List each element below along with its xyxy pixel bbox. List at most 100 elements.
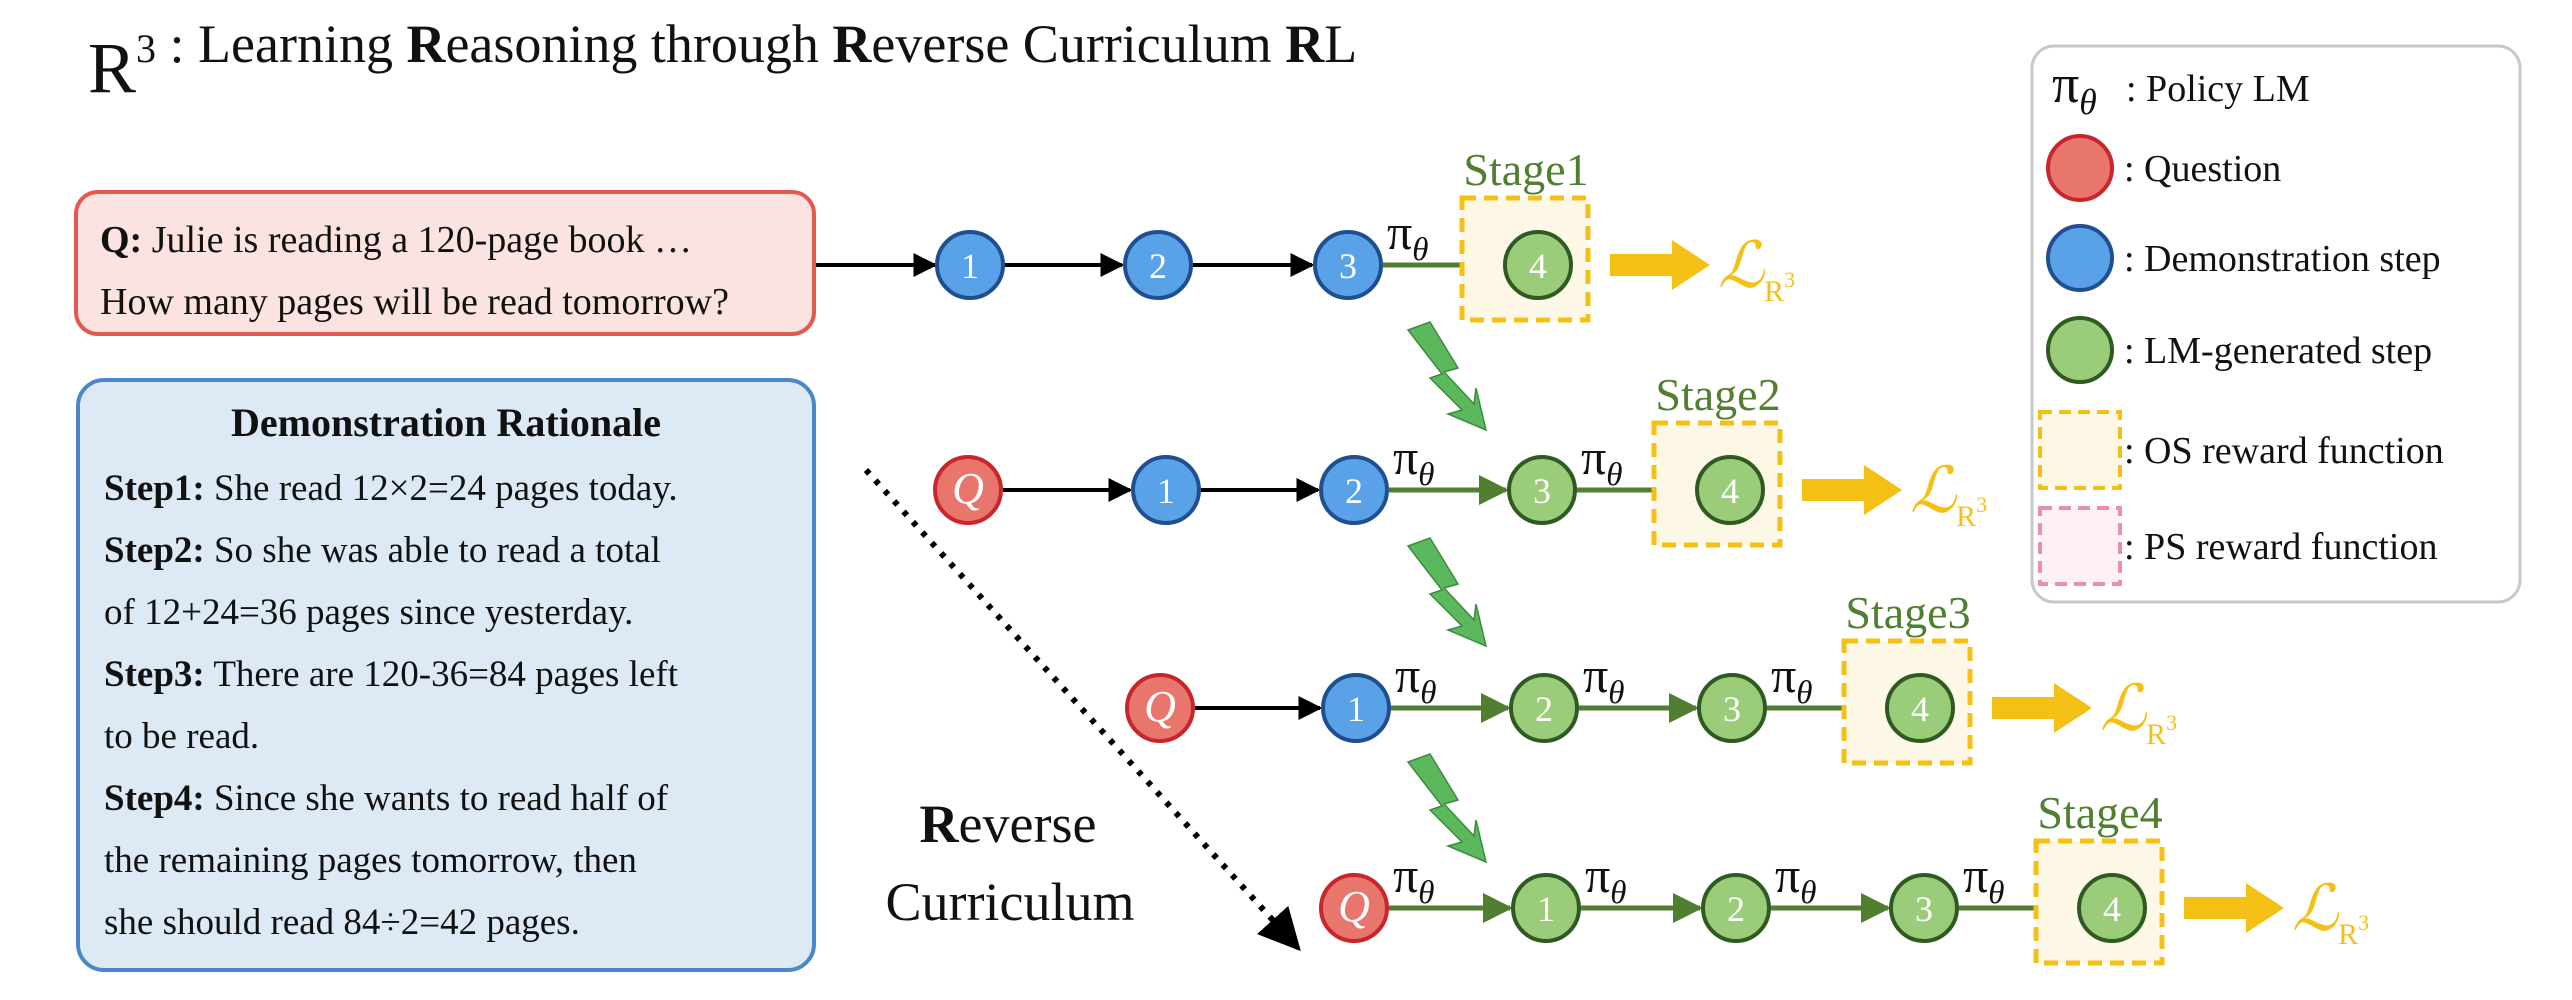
legend-label: : LM-generated step xyxy=(2124,330,2432,372)
loss-symbol: ℒR3 xyxy=(1910,455,1987,533)
loss-symbol: ℒR3 xyxy=(1718,230,1795,308)
question-node: Q xyxy=(1125,673,1195,743)
node-label: 1 xyxy=(1537,889,1555,929)
legend-label: : Demonstration step xyxy=(2124,238,2441,280)
node-label: 4 xyxy=(1529,246,1547,286)
demo-step-node: 1 xyxy=(1131,455,1201,525)
rationale-title: Demonstration Rationale xyxy=(231,400,661,445)
rationale-box xyxy=(76,378,816,972)
rationale-line-8: she should read 84÷2=42 pages. xyxy=(104,902,580,943)
stage-transition-arrow xyxy=(1406,537,1488,648)
generated-step-node: 4 xyxy=(1695,455,1765,525)
demo-step-node: 2 xyxy=(1319,455,1389,525)
reward-arrow xyxy=(1992,683,2092,733)
policy-pi-label: πθ xyxy=(1585,847,1626,911)
svg-text:ℒR3: ℒR3 xyxy=(1718,230,1795,308)
legend-label: : PS reward function xyxy=(2124,526,2437,568)
legend-item-demo: : Demonstration step xyxy=(2046,224,2441,292)
stage-label: Stage3 xyxy=(1845,587,1970,638)
node-label: 3 xyxy=(1533,471,1551,511)
rationale-line-4: Step3: There are 120-36=84 pages left xyxy=(104,654,679,695)
node-label: 2 xyxy=(1535,689,1553,729)
title-seg-4: everse Curriculum xyxy=(871,14,1285,74)
rationale-line-7: the remaining pages tomorrow, then xyxy=(104,840,637,881)
node-label: 1 xyxy=(1347,689,1365,729)
legend-label: : OS reward function xyxy=(2124,430,2444,472)
title-seg-3: R xyxy=(832,14,872,74)
stage-transition-arrow xyxy=(1406,321,1488,432)
legend-item-ps: : PS reward function xyxy=(2038,506,2437,586)
demo-step-node: 1 xyxy=(935,230,1005,300)
legend-swatch xyxy=(2046,316,2114,384)
svg-text:ℒR3: ℒR3 xyxy=(2100,673,2177,751)
policy-pi-label: πθ xyxy=(1775,847,1816,911)
legend-swatch xyxy=(2046,224,2114,292)
reverse-curriculum-arrow xyxy=(863,467,1301,952)
policy-pi-label: πθ xyxy=(1387,204,1428,268)
node-label: 1 xyxy=(1157,471,1175,511)
policy-pi-label: πθ xyxy=(1581,429,1622,493)
legend-swatch xyxy=(2038,506,2122,586)
stage-transition-arrow xyxy=(1406,753,1488,864)
generated-step-node: 3 xyxy=(1697,673,1767,743)
question-box xyxy=(74,190,816,336)
node-label: 3 xyxy=(1915,889,1933,929)
legend-label: : Question xyxy=(2124,148,2281,190)
node-label: Q xyxy=(1144,682,1176,731)
legend-item-gen: : LM-generated step xyxy=(2046,316,2432,384)
title-r-exponent: 3 xyxy=(136,26,156,71)
reward-arrow xyxy=(2184,883,2284,933)
policy-pi-label: πθ xyxy=(1963,847,2004,911)
figure-title: R3 : Learning Reasoning through Reverse … xyxy=(88,14,1357,108)
legend-item-q: : Question xyxy=(2046,134,2281,202)
node-label: Q xyxy=(952,464,984,513)
legend-item-os: : OS reward function xyxy=(2038,410,2444,490)
node-label: 4 xyxy=(2103,889,2121,929)
legend-swatch xyxy=(2038,410,2122,490)
reverse-label-line-1: Reverse xyxy=(920,794,1097,854)
policy-pi-label: πθ xyxy=(1395,647,1436,711)
node-label: 3 xyxy=(1339,246,1357,286)
legend-label: : Policy LM xyxy=(2126,68,2310,110)
title-r-letter: R xyxy=(88,28,136,108)
policy-pi-label: πθ xyxy=(1393,847,1434,911)
title-seg-1: R xyxy=(406,14,446,74)
svg-text:ℒR3: ℒR3 xyxy=(2292,873,2369,951)
legend: πθ : Policy LM : Question : Demonstration s… xyxy=(2038,54,2444,586)
legend-swatch xyxy=(2046,134,2114,202)
generated-step-node: 1 xyxy=(1511,873,1581,943)
generated-step-node: 4 xyxy=(2077,873,2147,943)
loss-symbol: ℒR3 xyxy=(2100,673,2177,751)
reward-arrow xyxy=(1610,240,1710,290)
reverse-label-line-2: Curriculum xyxy=(886,872,1135,932)
node-label: 2 xyxy=(1727,889,1745,929)
generated-step-node: 3 xyxy=(1507,455,1577,525)
demo-step-node: 2 xyxy=(1123,230,1193,300)
stage-label: Stage1 xyxy=(1463,144,1588,195)
legend-item-pi: πθ : Policy LM xyxy=(2052,54,2310,122)
policy-pi-label: πθ xyxy=(1583,647,1624,711)
node-label: 4 xyxy=(1911,689,1929,729)
demo-step-node: 1 xyxy=(1321,673,1391,743)
generated-step-node: 3 xyxy=(1889,873,1959,943)
node-label: 2 xyxy=(1345,471,1363,511)
reward-arrow xyxy=(1802,465,1902,515)
rationale-line-3: of 12+24=36 pages since yesterday. xyxy=(104,592,633,633)
question-line-2: How many pages will be read tomorrow? xyxy=(100,281,729,323)
question-prefix: Q: xyxy=(100,219,142,261)
stage-label: Stage2 xyxy=(1655,369,1780,420)
title-seg-0: : Learning xyxy=(170,14,407,74)
rationale-steps: Step1: She read 12×2=24 pages today. Step… xyxy=(104,468,679,943)
legend-box xyxy=(2030,44,2522,604)
node-label: Q xyxy=(1338,882,1370,931)
policy-pi-label: πθ xyxy=(2052,54,2097,122)
rationale-line-6: Step4: Since she wants to read half of xyxy=(104,778,669,819)
question-line-1: Q: Julie is reading a 120-page book … xyxy=(100,219,692,261)
rationale-line-1: Step1: She read 12×2=24 pages today. xyxy=(104,468,678,509)
generated-step-node: 2 xyxy=(1701,873,1771,943)
